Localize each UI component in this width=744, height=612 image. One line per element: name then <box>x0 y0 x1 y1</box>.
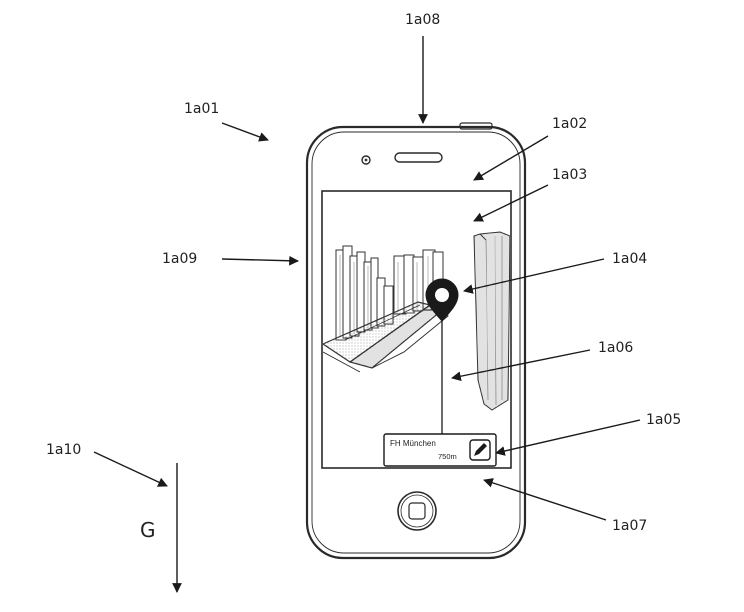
arrow-1a05 <box>495 419 641 456</box>
display-screen <box>321 190 512 469</box>
label-1a03: 1a03 <box>552 167 587 183</box>
label-1a02: 1a02 <box>552 116 587 132</box>
arrow-1a07 <box>483 478 607 521</box>
label-1a07: 1a07 <box>612 518 647 534</box>
label-1a04: 1a04 <box>612 251 647 267</box>
home-button-icon[interactable] <box>397 491 437 531</box>
poi-card-distance: 750m <box>438 452 457 461</box>
label-1a08: 1a08 <box>405 12 440 28</box>
pencil-icon[interactable] <box>469 439 491 461</box>
arrow-1a04 <box>463 258 605 294</box>
phone-body <box>305 125 527 560</box>
label-1a09: 1a09 <box>162 251 197 267</box>
arrow-1a02 <box>473 135 549 181</box>
map-pin-icon[interactable] <box>425 278 459 322</box>
reference-labels: 1a08 1a01 1a02 1a03 1a09 1a04 1a06 1a05 … <box>46 12 681 542</box>
arrow-1a06 <box>451 349 591 382</box>
poi-info-card[interactable]: FH München 750m <box>383 433 497 467</box>
smartphone <box>305 122 527 560</box>
gravity-label: G <box>140 518 156 542</box>
label-1a05: 1a05 <box>646 412 681 428</box>
label-1a10: 1a10 <box>46 442 81 458</box>
front-camera-icon <box>361 155 371 165</box>
label-1a01: 1a01 <box>184 101 219 117</box>
ar-camera-view: FH München 750m <box>323 231 510 467</box>
arrow-1a10 <box>93 451 168 487</box>
label-1a06: 1a06 <box>598 340 633 356</box>
phone-body-inner-edge <box>311 131 521 554</box>
poi-card-name: FH München <box>390 439 436 448</box>
earpiece-speaker <box>394 152 443 163</box>
leader-arrows <box>93 36 641 593</box>
arrow-1a03 <box>473 184 549 222</box>
arrow-1a09 <box>221 255 299 266</box>
right-building <box>473 231 510 411</box>
arrow-1a01 <box>221 122 269 142</box>
